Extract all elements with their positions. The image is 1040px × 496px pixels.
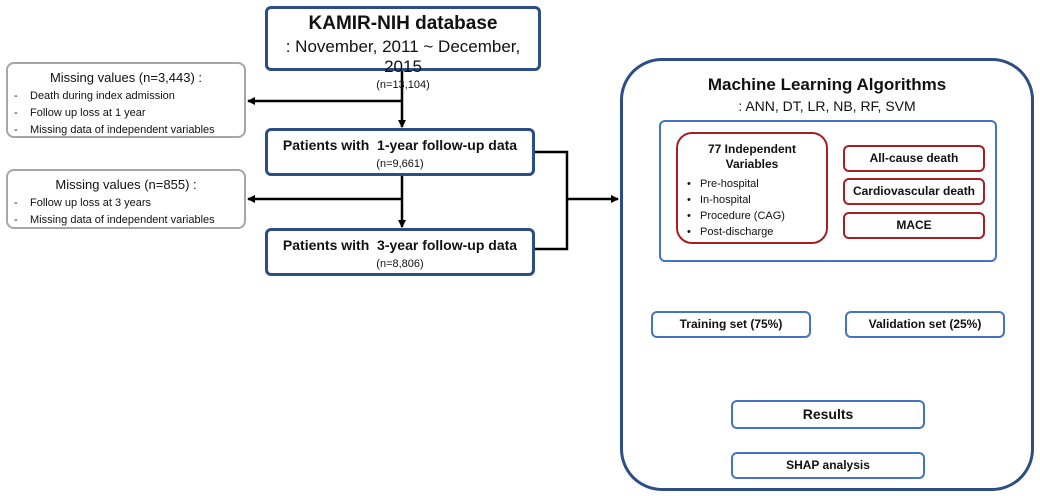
list-item: In-hospital bbox=[678, 192, 826, 208]
list-item: Follow up loss at 1 year bbox=[8, 105, 244, 122]
outcome-label: MACE bbox=[896, 218, 932, 232]
training-set-box: Training set (75%) bbox=[651, 311, 811, 338]
kamir-count: (n=13,104) bbox=[376, 79, 430, 91]
ml-subtitle: : ANN, DT, LR, NB, RF, SVM bbox=[738, 98, 916, 114]
list-item: Post-discharge bbox=[678, 224, 826, 240]
missing-values-1-title: Missing values (n=3,443) : bbox=[49, 70, 203, 85]
list-item: Pre-hospital bbox=[678, 176, 826, 192]
missing-values-1-list: Death during index admission Follow up l… bbox=[8, 88, 244, 139]
outcome-label: All-cause death bbox=[869, 151, 959, 165]
list-item: Procedure (CAG) bbox=[678, 208, 826, 224]
missing-values-1-box: Missing values (n=3,443) : Death during … bbox=[6, 62, 246, 139]
list-item: Follow up loss at 3 years bbox=[8, 195, 244, 212]
shap-analysis-box: SHAP analysis bbox=[731, 452, 925, 479]
outcome-all-cause-death: All-cause death bbox=[843, 145, 985, 172]
missing-values-2-list: Follow up loss at 3 years Missing data o… bbox=[8, 195, 244, 229]
results-box: Results bbox=[731, 400, 925, 429]
kamir-database-box: KAMIR-NIH database : November, 2011 ~ De… bbox=[265, 6, 541, 91]
missing-values-2-box: Missing values (n=855) : Follow up loss … bbox=[6, 169, 246, 229]
outcome-label: Cardiovascular death bbox=[852, 184, 976, 198]
kamir-title: KAMIR-NIH database bbox=[308, 13, 498, 34]
outcome-cardiovascular-death: Cardiovascular death bbox=[843, 178, 985, 205]
bracket-1year bbox=[534, 150, 569, 199]
list-item: Missing data of independent variables bbox=[8, 212, 244, 229]
kamir-period: : November, 2011 ~ December, 2015 bbox=[285, 37, 521, 76]
results-label: Results bbox=[802, 406, 854, 422]
missing-values-2-title: Missing values (n=855) : bbox=[55, 177, 197, 192]
validation-set-box: Validation set (25%) bbox=[845, 311, 1005, 338]
independent-variables-box: 77 Independent Variables Pre-hospital In… bbox=[676, 132, 828, 244]
patients-1year-box: Patients with 1-year follow-up data (n=9… bbox=[265, 128, 535, 176]
validation-set-label: Validation set (25%) bbox=[868, 317, 982, 331]
bracket-3year bbox=[534, 199, 569, 251]
patients-3year-count: (n=8,806) bbox=[376, 258, 424, 270]
outcome-mace: MACE bbox=[843, 212, 985, 239]
shap-analysis-label: SHAP analysis bbox=[786, 458, 870, 472]
list-item: Missing data of independent variables bbox=[8, 122, 244, 139]
patients-1year-count: (n=9,661) bbox=[376, 158, 424, 170]
ml-title: Machine Learning Algorithms bbox=[707, 75, 947, 94]
independent-variables-list: Pre-hospital In-hospital Procedure (CAG)… bbox=[678, 176, 826, 240]
list-item: Death during index admission bbox=[8, 88, 244, 105]
patients-3year-box: Patients with 3-year follow-up data (n=8… bbox=[265, 228, 535, 276]
patients-3year-title: Patients with 3-year follow-up data bbox=[282, 237, 518, 253]
patients-1year-title: Patients with 1-year follow-up data bbox=[282, 137, 518, 153]
training-set-label: Training set (75%) bbox=[679, 317, 783, 331]
independent-variables-title: 77 Independent Variables bbox=[707, 142, 796, 171]
